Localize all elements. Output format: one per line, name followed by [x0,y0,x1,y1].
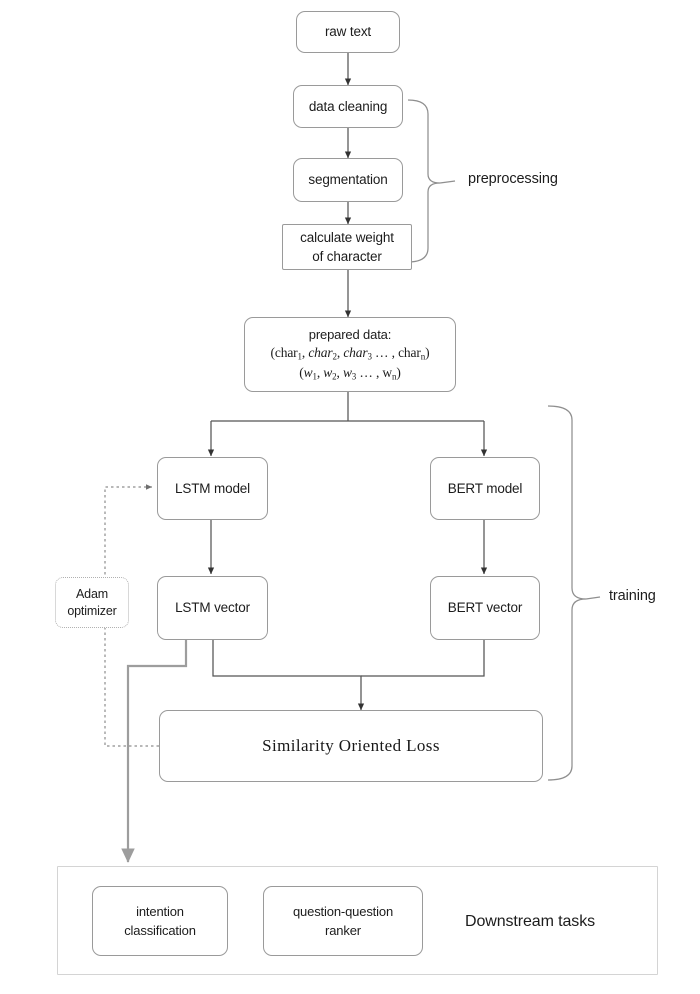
char3: char [343,344,368,360]
node-segmentation-label: segmentation [308,172,388,188]
w1-sub: 1 [312,371,317,382]
w-ellipsis: … , [356,365,383,381]
node-question-question-ranker-label-line1: question-question [292,904,394,920]
training-brace-label: training [609,588,656,604]
char3-sub: 3 [367,351,372,362]
node-segmentation[interactable]: segmentation [293,158,403,202]
node-adam-optimizer-label-line1: Adam [75,586,109,601]
prepared-data-weight-tuple: (w1, w2, w3 … , wn) [299,364,401,383]
node-adam-optimizer[interactable]: Adam optimizer [55,577,129,628]
w2-sub: 2 [332,371,337,382]
char1-sub: 1 [297,351,303,362]
node-lstm-vector[interactable]: LSTM vector [157,576,268,640]
sep1: , [301,344,309,360]
node-intention-classification-label-line2: classification [124,922,196,938]
node-bert-vector-label: BERT vector [447,600,523,616]
char2: char [308,344,333,360]
wn-sub: n [392,371,397,382]
node-bert-model-label: BERT model [447,480,523,496]
w1: w [303,365,313,381]
node-bert-vector[interactable]: BERT vector [430,576,540,640]
node-intention-classification[interactable]: intention classification [92,886,228,956]
charn: char [398,344,421,360]
training-brace [547,405,601,781]
preprocessing-brace [407,99,456,263]
node-bert-model[interactable]: BERT model [430,457,540,520]
node-raw-text[interactable]: raw text [296,11,400,53]
arrow-lstmvector-to-loss [212,640,365,711]
preprocessing-brace-label: preprocessing [468,171,558,187]
sep2: , [336,344,344,360]
node-calculate-weight[interactable]: calculate weight of character [282,224,412,270]
paren-open-char: ( [270,344,276,360]
charn-sub: n [420,351,426,362]
downstream-tasks-label: Downstream tasks [465,913,595,930]
node-question-question-ranker[interactable]: question-question ranker [263,886,423,956]
line-bertvector-to-merge [361,640,485,677]
node-lstm-model-label: LSTM model [174,480,251,496]
node-calculate-weight-label-line2: of character [312,248,382,264]
node-raw-text-label: raw text [324,24,372,40]
node-intention-classification-label-line1: intention [136,904,184,920]
node-lstm-vector-label: LSTM vector [175,600,250,616]
node-calculate-weight-label-line1: calculate weight [300,229,394,245]
w3: w [342,365,352,381]
w2: w [323,365,333,381]
node-lstm-model[interactable]: LSTM model [157,457,268,520]
wn: w [382,365,393,381]
node-data-cleaning-label: data cleaning [308,98,388,114]
paren-open-w: ( [299,365,304,381]
prepared-data-char-tuple: (char1, char2, char3 … , charn) [271,344,430,363]
paren-close-w: ) [396,365,401,381]
paren-close-char: ) [425,344,430,360]
node-data-cleaning[interactable]: data cleaning [293,85,403,128]
char1: char [274,344,298,360]
node-question-question-ranker-label-line2: ranker [325,922,361,938]
char-ellipsis: … , [371,344,399,360]
node-prepared-data[interactable]: prepared data: (char1, char2, char3 … , … [244,317,456,392]
prepared-data-title: prepared data: [308,326,392,342]
node-adam-optimizer-label-line2: optimizer [67,604,117,618]
char2-sub: 2 [332,351,338,362]
wsep2: , [336,365,343,381]
w3-sub: 3 [351,371,357,382]
node-similarity-oriented-loss[interactable]: Similarity Oriented Loss [159,710,543,782]
wsep1: , [316,365,324,381]
node-similarity-oriented-loss-label: Similarity Oriented Loss [262,735,440,755]
